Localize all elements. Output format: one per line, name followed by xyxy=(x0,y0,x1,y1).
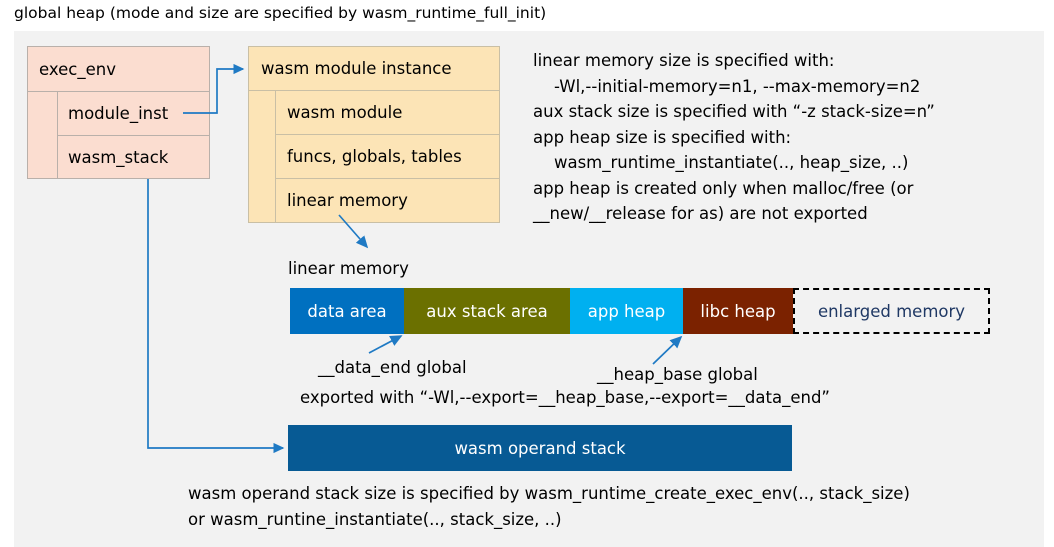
wasm-module-instance-indent-column xyxy=(249,91,276,222)
wmi-row-linear-memory: linear memory xyxy=(287,191,408,210)
annotation-heap-base: __heap_base global xyxy=(597,365,758,384)
memory-segment-data-area: data area xyxy=(290,288,404,334)
exec-env-row-wasm-stack: wasm_stack xyxy=(68,148,169,167)
annotation-data-end: __data_end global xyxy=(318,358,467,377)
wmi-row-funcs-globals-tables: funcs, globals, tables xyxy=(276,135,499,179)
exec-env-indent-column xyxy=(28,92,58,178)
exec-env-row-module-inst: module_inst xyxy=(58,92,209,136)
linear-memory-notes: linear memory size is specified with: -W… xyxy=(533,51,935,223)
operand-stack-note: wasm operand stack size is specified by … xyxy=(188,484,910,529)
memory-segment-aux-stack-area: aux stack area xyxy=(404,288,570,334)
memory-segment-app-heap: app heap xyxy=(570,288,683,334)
memory-segment-enlarged-memory: enlarged memory xyxy=(793,288,990,334)
annotation-exported-with: exported with “-Wl,--export=__heap_base,… xyxy=(300,388,830,407)
page-title: global heap (mode and size are specified… xyxy=(14,4,547,22)
wmi-row-wasm-module: wasm module xyxy=(276,91,499,135)
exec-env-header: exec_env xyxy=(28,47,209,92)
exec-env-box: exec_env module_inst wasm_stack xyxy=(27,46,210,179)
wasm-operand-stack-box: wasm operand stack xyxy=(288,425,792,471)
linear-memory-label: linear memory xyxy=(288,259,409,278)
wasm-module-instance-header: wasm module instance xyxy=(249,47,499,91)
wasm-module-instance-box: wasm module instance wasm module funcs, … xyxy=(248,46,500,223)
memory-segment-libc-heap: libc heap xyxy=(683,288,793,334)
